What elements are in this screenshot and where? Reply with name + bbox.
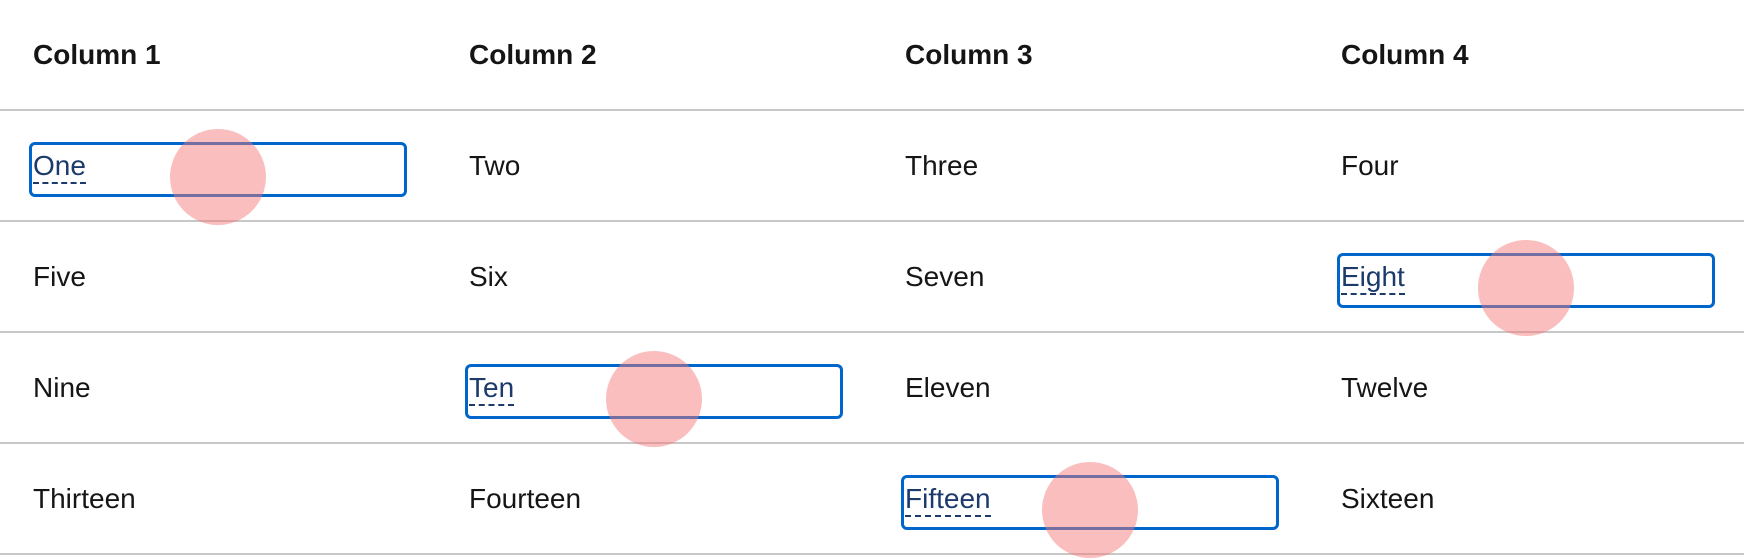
focused-cell-outline [1337,253,1715,308]
table-cell[interactable]: One [0,110,436,225]
table-cell: Four [1308,110,1744,222]
table-row: One Two Three Four [0,110,1744,225]
table-cell: Thirteen [0,443,436,555]
table-cell: Seven [872,221,1308,333]
focused-cell-outline [901,475,1279,530]
table-cell: Three [872,110,1308,222]
table-cell: Fourteen [436,443,872,555]
table-cell: Nine [0,332,436,444]
column-header[interactable]: Column 3 [872,0,1308,111]
click-marker [1042,462,1138,558]
table-cell: Eleven [872,332,1308,444]
click-marker [606,351,702,447]
cell-link[interactable]: One [33,149,86,184]
cell-link[interactable]: Fifteen [905,482,991,517]
column-header[interactable]: Column 2 [436,0,872,111]
focused-cell-outline [465,364,843,419]
table-row: Nine Ten Eleven Twelve [0,332,1744,447]
table-row: Thirteen Fourteen Fifteen Sixteen [0,443,1744,558]
cell-link[interactable]: Ten [469,371,515,406]
table-row: Five Six Seven Eight [0,221,1744,336]
table-cell: Twelve [1308,332,1744,444]
click-marker [1478,240,1574,336]
table-cell[interactable]: Eight [1308,221,1744,336]
table-cell: Five [0,221,436,333]
column-header[interactable]: Column 1 [0,0,436,111]
focused-cell-outline [29,142,407,197]
cell-link[interactable]: Eight [1341,260,1405,295]
table-cell: Two [436,110,872,222]
table-cell: Six [436,221,872,333]
table-cell: Sixteen [1308,443,1744,555]
table-cell[interactable]: Fifteen [872,443,1308,558]
column-header[interactable]: Column 4 [1308,0,1744,111]
header-row: Column 1 Column 2 Column 3 Column 4 [0,0,1744,111]
table-cell[interactable]: Ten [436,332,872,447]
click-marker [170,129,266,225]
